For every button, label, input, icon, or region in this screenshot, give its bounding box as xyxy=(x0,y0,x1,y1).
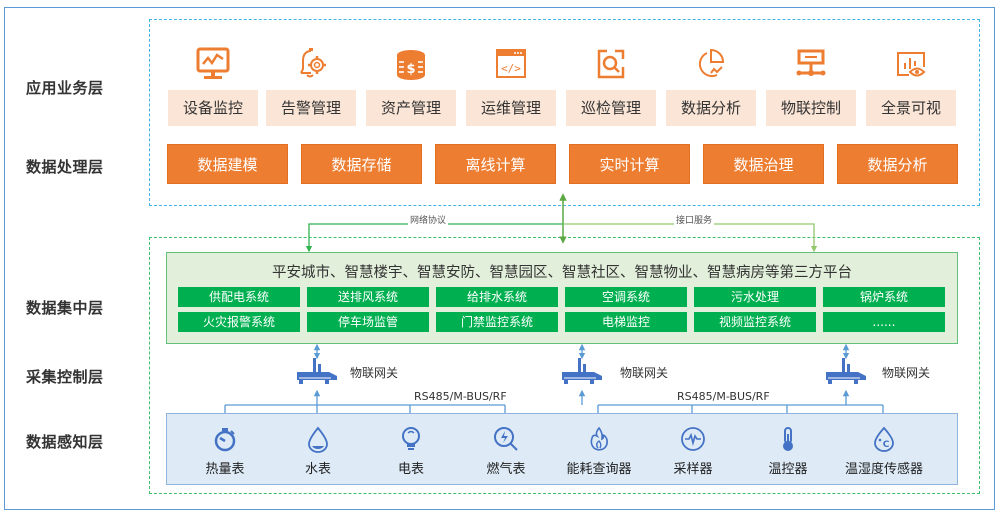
third-party-platform-box: 平安城市、智慧楼宇、智慧安防、智慧园区、智慧社区、智慧物业、智慧病房等第三方平台… xyxy=(166,252,958,344)
proc-item-analysis[interactable]: 数据分析 xyxy=(837,144,958,184)
layer-label-sense: 数据感知层 xyxy=(26,433,104,451)
app-item-analysis[interactable]: 数据分析 xyxy=(666,46,756,126)
app-item-iot-control[interactable]: 物联控制 xyxy=(766,46,856,126)
inspect-search-icon xyxy=(566,46,656,82)
sensor-gas-meter[interactable]: 燃气表 xyxy=(458,424,554,477)
sensor-sampler[interactable]: 采样器 xyxy=(645,424,741,477)
proc-item-realtime-compute[interactable]: 实时计算 xyxy=(569,144,690,184)
system-item[interactable]: 送排风系统 xyxy=(307,287,429,307)
app-item-panorama[interactable]: 全景可视 xyxy=(866,46,956,126)
network-node-icon xyxy=(766,46,856,82)
monitor-chart-icon xyxy=(168,46,258,82)
humidity-drop-icon: C xyxy=(836,424,932,454)
app-item-label: 全景可视 xyxy=(866,90,956,126)
gas-search-icon xyxy=(458,424,554,454)
bell-gear-icon xyxy=(266,46,356,82)
water-drop-icon xyxy=(270,424,366,454)
sensor-energy-query[interactable]: 能耗查询器 xyxy=(551,424,647,477)
proc-item-storage[interactable]: 数据存储 xyxy=(301,144,422,184)
sensor-thermostat[interactable]: 温控器 xyxy=(740,424,836,477)
stopwatch-icon xyxy=(177,424,273,454)
app-item-label: 告警管理 xyxy=(266,90,356,126)
flame-icon xyxy=(551,424,647,454)
app-item-label: 巡检管理 xyxy=(566,90,656,126)
interface-service-label: 接口服务 xyxy=(674,213,715,226)
sensor-label: 燃气表 xyxy=(486,462,526,477)
app-item-label: 资产管理 xyxy=(366,90,456,126)
code-window-icon: </> xyxy=(466,46,556,82)
iot-gateway-icon[interactable] xyxy=(822,356,868,390)
sensor-label: 温湿度传感器 xyxy=(844,462,923,477)
svg-text:C: C xyxy=(883,440,890,450)
sensor-label: 电表 xyxy=(397,462,424,477)
sensor-label: 水表 xyxy=(304,462,331,477)
iot-gateway-label: 物联网关 xyxy=(882,366,931,380)
system-item[interactable]: 空调系统 xyxy=(565,287,687,307)
system-item[interactable]: 停车场监管 xyxy=(307,312,429,332)
app-item-operations[interactable]: </> 运维管理 xyxy=(466,46,556,126)
sensor-label: 温控器 xyxy=(768,462,808,477)
bus-protocol-label: RS485/M-BUS/RF xyxy=(677,390,770,403)
light-bulb-icon xyxy=(363,424,459,454)
pulse-circle-icon xyxy=(645,424,741,454)
system-item[interactable]: 供配电系统 xyxy=(178,287,300,307)
thermometer-icon xyxy=(740,424,836,454)
bus-protocol-label: RS485/M-BUS/RF xyxy=(414,390,507,403)
sensor-heat-meter[interactable]: 热量表 xyxy=(177,424,273,477)
sensor-label: 热量表 xyxy=(205,462,245,477)
iot-gateway-icon[interactable] xyxy=(558,356,604,390)
proc-item-offline-compute[interactable]: 离线计算 xyxy=(435,144,556,184)
diagram-frame xyxy=(4,7,995,510)
dashboard-eye-icon xyxy=(866,46,956,82)
layer-label-collect: 采集控制层 xyxy=(26,368,104,386)
system-item[interactable]: 视频监控系统 xyxy=(694,312,816,332)
proc-item-governance[interactable]: 数据治理 xyxy=(703,144,824,184)
system-item[interactable]: 火灾报警系统 xyxy=(178,312,300,332)
sensor-label: 采样器 xyxy=(673,462,713,477)
iot-gateway-label: 物联网关 xyxy=(350,366,399,380)
app-item-asset[interactable]: $ 资产管理 xyxy=(366,46,456,126)
sensor-temp-humidity[interactable]: C 温湿度传感器 xyxy=(836,424,932,477)
app-item-label: 物联控制 xyxy=(766,90,856,126)
svg-text:</>: </> xyxy=(501,62,521,75)
layer-label-processing: 数据处理层 xyxy=(26,158,104,176)
app-item-label: 运维管理 xyxy=(466,90,556,126)
app-item-inspection[interactable]: 巡检管理 xyxy=(566,46,656,126)
sensor-box: 热量表 水表 电表 燃气表 能耗查询器 采样器 温控器 xyxy=(166,413,958,485)
sensor-water-meter[interactable]: 水表 xyxy=(270,424,366,477)
system-item[interactable]: 门禁监控系统 xyxy=(436,312,558,332)
system-item[interactable]: ...... xyxy=(823,312,945,332)
iot-gateway-icon[interactable] xyxy=(293,356,339,390)
coin-stack-icon: $ xyxy=(366,46,456,82)
svg-text:$: $ xyxy=(406,62,415,77)
layer-label-app: 应用业务层 xyxy=(26,79,104,97)
third-party-platform-title: 平安城市、智慧楼宇、智慧安防、智慧园区、智慧社区、智慧物业、智慧病房等第三方平台 xyxy=(272,265,852,281)
iot-gateway-label: 物联网关 xyxy=(620,366,669,380)
network-protocol-label: 网络协议 xyxy=(408,213,449,226)
proc-item-modeling[interactable]: 数据建模 xyxy=(167,144,288,184)
pie-chart-icon xyxy=(666,46,756,82)
system-item[interactable]: 电梯监控 xyxy=(565,312,687,332)
system-item[interactable]: 锅炉系统 xyxy=(823,287,945,307)
app-item-device-monitor[interactable]: 设备监控 xyxy=(168,46,258,126)
system-item[interactable]: 给排水系统 xyxy=(436,287,558,307)
sensor-label: 能耗查询器 xyxy=(566,462,632,477)
system-item[interactable]: 污水处理 xyxy=(694,287,816,307)
app-item-label: 数据分析 xyxy=(666,90,756,126)
sensor-electric-meter[interactable]: 电表 xyxy=(363,424,459,477)
app-item-alarm[interactable]: 告警管理 xyxy=(266,46,356,126)
layer-label-central: 数据集中层 xyxy=(26,299,104,317)
app-item-label: 设备监控 xyxy=(168,90,258,126)
